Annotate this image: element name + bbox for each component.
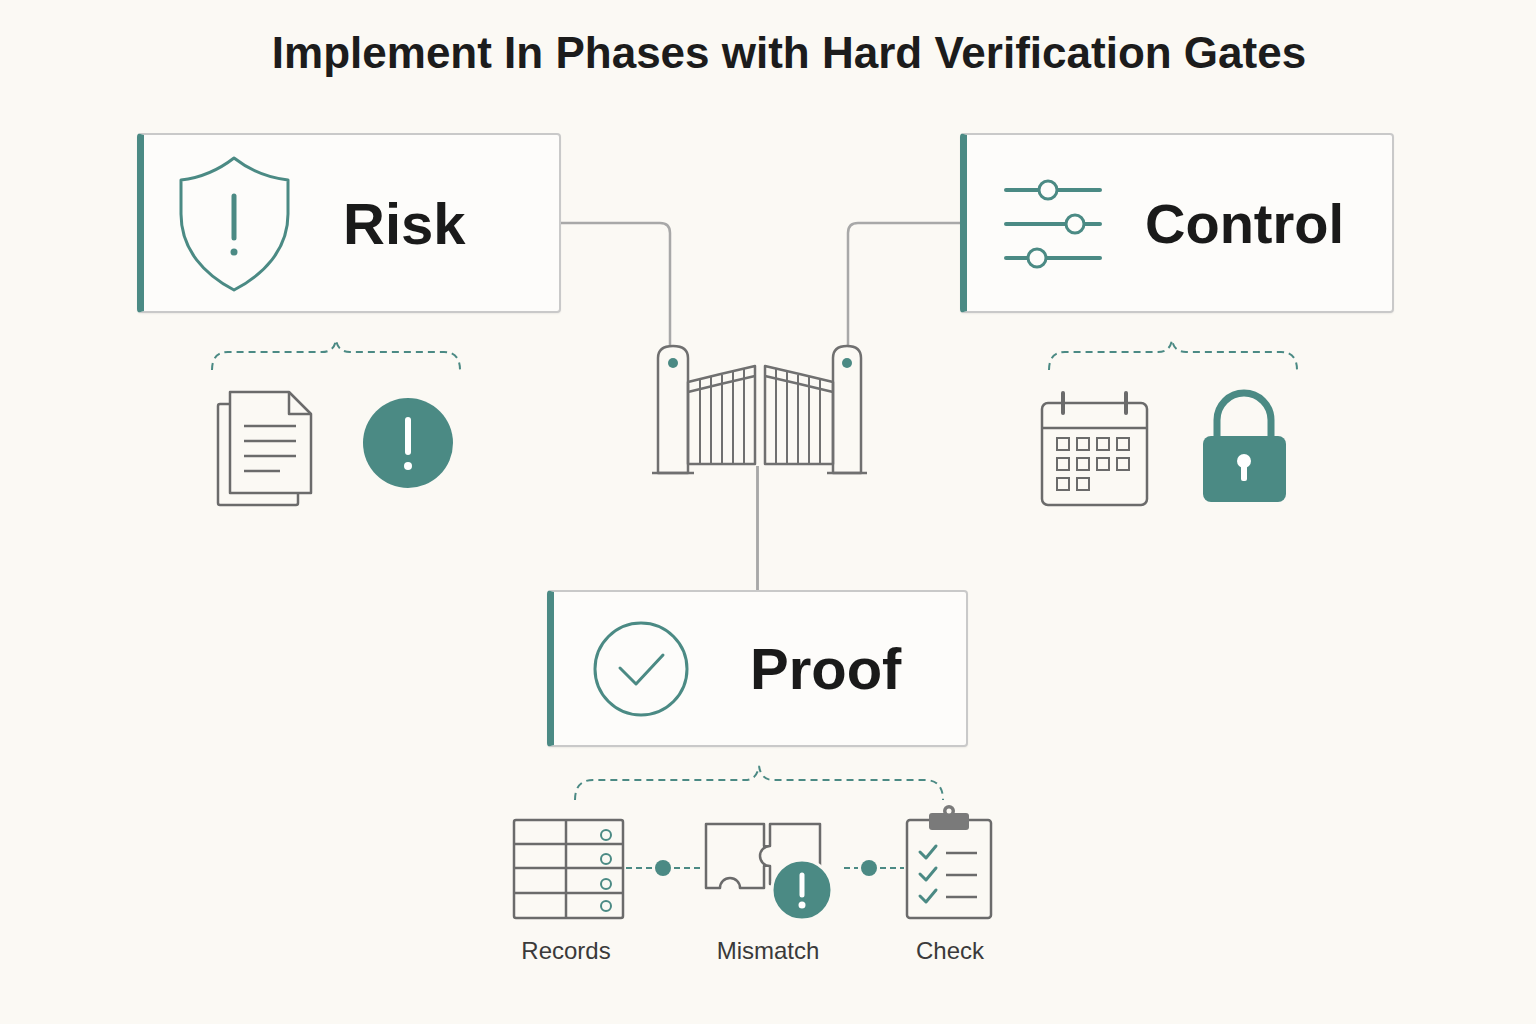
diagram-title: Implement In Phases with Hard Verificati… <box>272 28 1306 78</box>
document-icon <box>218 392 311 505</box>
connector-line <box>758 223 961 590</box>
icon-caption: Mismatch <box>717 937 820 965</box>
sliders-icon <box>1006 181 1100 267</box>
process-box: Proof <box>547 590 968 747</box>
gate-illustration <box>652 346 867 473</box>
connector-line <box>561 223 758 590</box>
node-label: Proof <box>750 592 901 745</box>
node-label: Risk <box>343 135 466 311</box>
node-label: Control <box>1145 135 1344 311</box>
process-box: Risk <box>137 133 561 313</box>
calendar-icon <box>1042 393 1147 505</box>
puzzle-icon <box>706 824 820 888</box>
alert-badge <box>363 398 453 488</box>
dashed-brace <box>212 340 1297 800</box>
alert-badge <box>772 860 832 920</box>
check-circle-icon <box>595 623 687 715</box>
icon-caption: Records <box>521 937 610 965</box>
process-box: Control <box>960 133 1394 313</box>
shield-icon <box>181 158 288 290</box>
flow-dots <box>626 860 904 876</box>
clipboard-icon <box>907 805 991 918</box>
lock-icon <box>1203 393 1286 502</box>
icon-caption: Check <box>916 937 984 965</box>
records-icon <box>514 820 623 918</box>
